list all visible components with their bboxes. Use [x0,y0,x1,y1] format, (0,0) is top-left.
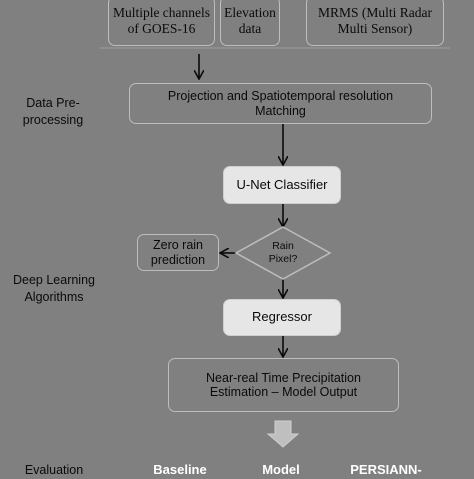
input-mrms-label: MRMS (Multi Radar Multi Sensor) [317,5,432,36]
input-elevation-box: Elevation data [220,0,280,46]
decision-diamond [234,226,332,280]
input-goes16-label: Multiple channels of GOES-16 [112,5,211,36]
input-goes16-box: Multiple channels of GOES-16 [108,0,215,46]
eval-column-persiann: PERSIANN- [350,462,422,477]
zero-rain-box: Zero rain prediction [137,234,219,271]
unet-classifier-label: U-Net Classifier [236,176,328,192]
regressor-label: Regressor [252,309,312,325]
stage-label-evaluation: Evaluation [24,463,84,477]
stage-label-preprocessing: Data Pre-processing [22,96,84,127]
big-down-arrow [266,420,300,448]
stage-label-deep-learning: Deep Learning Algorithms [12,273,95,304]
regressor-box: Regressor [223,299,341,336]
input-elevation-label: Elevation data [224,5,276,36]
input-mrms-box: MRMS (Multi Radar Multi Sensor) [306,0,444,46]
zero-rain-label: Zero rain prediction [150,238,206,267]
eval-column-model: Model [262,462,300,477]
projection-step-label: Projection and Spatiotemporal resolution… [167,89,394,118]
model-output-box: Near-real Time Precipitation Estimation … [168,358,399,412]
eval-column-baseline: Baseline [153,462,207,477]
rain-pixel-decision-label: Rain Pixel? [268,240,298,265]
unet-classifier-box: U-Net Classifier [223,166,341,204]
projection-step-box: Projection and Spatiotemporal resolution… [129,83,432,124]
model-output-label: Near-real Time Precipitation Estimation … [206,370,361,399]
